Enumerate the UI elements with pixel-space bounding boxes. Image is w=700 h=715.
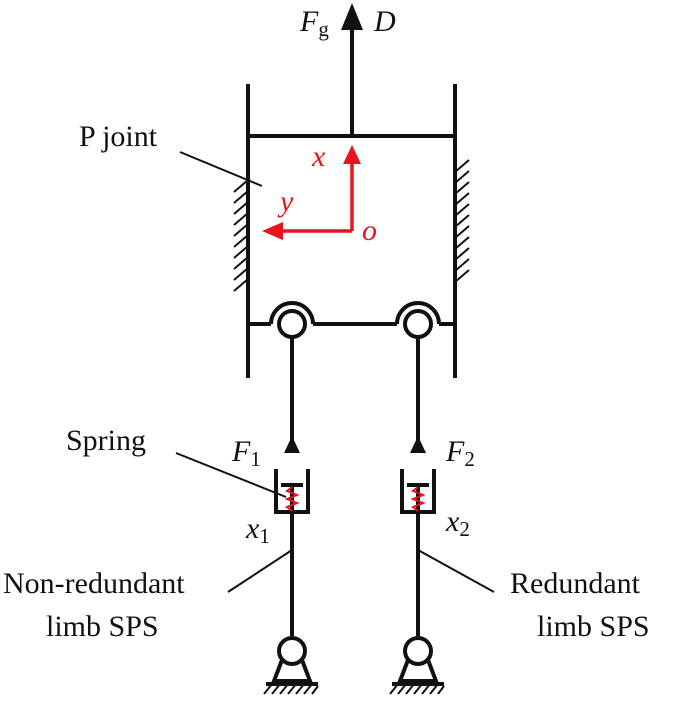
left-rail-hatching — [233, 179, 249, 292]
non-redundant-label-line2: limb SPS — [46, 610, 159, 643]
right-limb-force-arrowhead — [410, 436, 426, 453]
non-redundant-leader — [227, 549, 293, 593]
right-rail-hatching — [454, 159, 470, 283]
left-joint-base — [271, 659, 313, 683]
left-spring-coil — [284, 486, 300, 512]
frame-origin-label: o — [362, 214, 377, 247]
direction-label: D — [373, 5, 396, 38]
left-spring-cup — [274, 469, 310, 514]
p-joint-label: P joint — [79, 120, 158, 153]
frame-y-label: y — [277, 185, 294, 218]
displacement-1-label: x1 — [245, 512, 270, 548]
spring-leader — [175, 452, 287, 498]
redundant-label-line2: limb SPS — [537, 610, 650, 643]
frame-y-arrowhead — [262, 222, 283, 240]
left-ground-hatching — [263, 683, 319, 695]
right-lower-spherical-joint — [403, 636, 433, 666]
left-joint-socket — [269, 301, 315, 325]
redundant-label-line1: Redundant — [510, 567, 641, 600]
right-joint-socket — [395, 301, 441, 325]
p-joint-leader — [179, 151, 263, 187]
left-lower-spherical-joint — [277, 636, 307, 666]
right-joint-base — [397, 659, 439, 683]
non-redundant-label-line1: Non-redundant — [3, 567, 185, 600]
right-upper-spherical-joint — [403, 309, 433, 339]
right-spring-cup — [400, 469, 436, 514]
force-2-label: F2 — [445, 435, 475, 471]
output-force-label: Fg — [299, 5, 329, 41]
redundant-leader — [417, 549, 495, 593]
right-spring-coil — [410, 486, 426, 512]
displacement-2-label: x2 — [445, 505, 470, 541]
left-limb-force-arrowhead — [284, 436, 300, 453]
force-1-label: F1 — [231, 435, 261, 471]
right-ground-hatching — [389, 683, 445, 695]
spring-label: Spring — [66, 424, 146, 457]
frame-x-label: x — [311, 140, 326, 173]
output-force-arrowhead — [341, 3, 363, 30]
frame-x-arrowhead — [343, 145, 361, 164]
left-upper-spherical-joint — [277, 309, 307, 339]
